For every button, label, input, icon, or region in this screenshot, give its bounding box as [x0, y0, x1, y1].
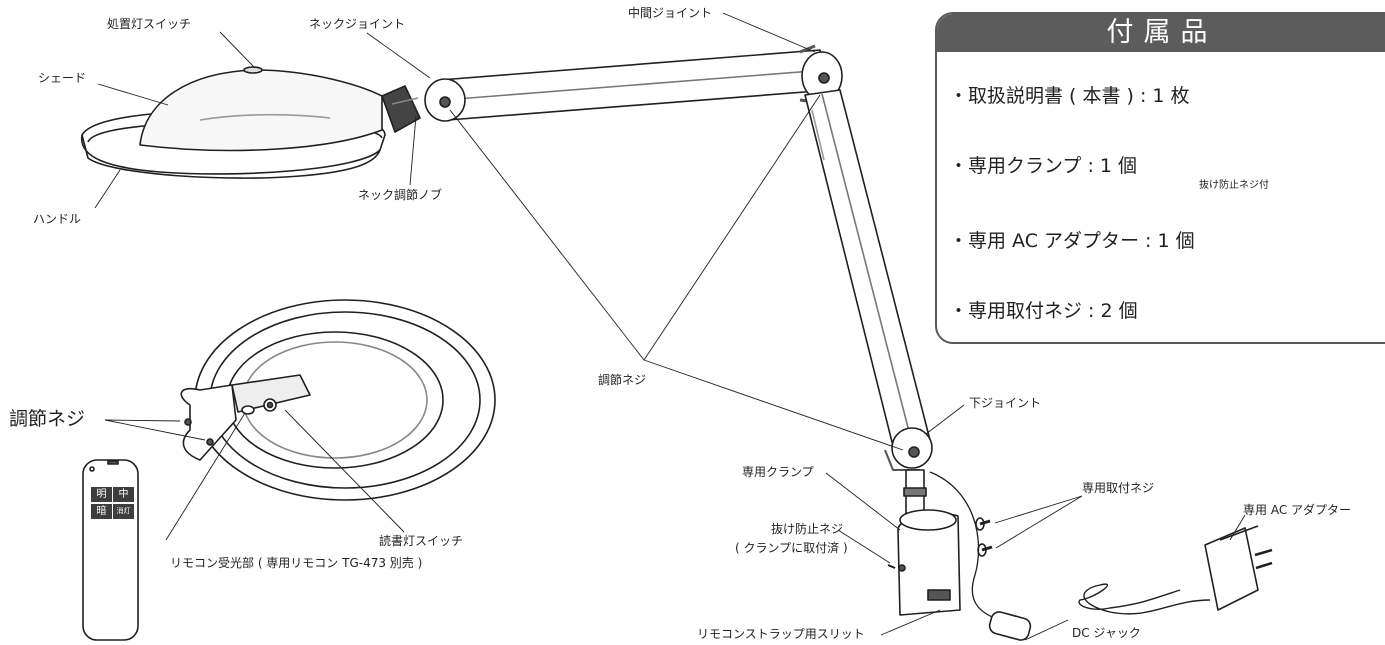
label-adjust-screw: 調節ネジ	[598, 373, 647, 387]
label-handle: ハンドル	[33, 212, 82, 226]
accessory-item-adapter: ・専用 AC アダプター : 1 個	[949, 230, 1195, 252]
remote-key-bright[interactable]: 明	[91, 487, 112, 502]
label-neck-joint: ネックジョイント	[309, 17, 406, 31]
dc-cable	[929, 471, 1032, 641]
label-strap-slit: リモコンストラップ用スリット	[697, 627, 865, 641]
label-mount-screw: 専用取付ネジ	[1082, 481, 1155, 495]
remote-key-dark[interactable]: 暗	[91, 504, 112, 519]
lower-arm	[804, 89, 933, 471]
leader-lines	[94, 12, 1246, 641]
mount-screws	[975, 517, 993, 557]
accessory-item-clamp: ・専用クランプ : 1 個	[949, 155, 1138, 177]
ac-adapter	[1078, 525, 1273, 615]
upper-arm	[424, 44, 843, 122]
label-lower-joint: 下ジョイント	[969, 396, 1042, 410]
accessories-header: 付属品	[937, 14, 1385, 52]
label-neck-knob: ネック調節ノブ	[358, 188, 443, 202]
remote-key-mid[interactable]: 中	[113, 487, 134, 502]
accessories-title: 付属品	[1106, 17, 1218, 48]
label-treatment-switch: 処置灯スイッチ	[107, 17, 192, 31]
label-receiver: リモコン受光部 ( 専用リモコン TG-473 別売 )	[170, 556, 423, 570]
label-antislip-line1: 抜け防止ネジ	[770, 522, 843, 536]
label-adjust-screw-large: 調節ネジ	[9, 408, 86, 430]
accessory-item-manual: ・取扱説明書 ( 本書 ) : 1 枚	[949, 85, 1190, 107]
label-clamp: 専用クランプ	[742, 465, 814, 479]
lamp-bottom-view	[180, 299, 496, 501]
clamp-assembly	[887, 469, 961, 616]
label-antislip-note: ( クランプに取付済 )	[735, 541, 848, 555]
label-ac-adapter: 専用 AC アダプター	[1243, 503, 1352, 517]
lamp-head	[80, 66, 421, 179]
label-antislip-screw: 抜け防止ネジ	[762, 522, 852, 536]
accessories-panel: 付属品 ・取扱説明書 ( 本書 ) : 1 枚 ・専用クランプ : 1 個 抜け…	[935, 12, 1385, 344]
accessory-item-screws: ・専用取付ネジ : 2 個	[949, 300, 1138, 322]
remote-key-off[interactable]: 消灯	[113, 504, 134, 519]
label-dc-jack: DC ジャック	[1072, 626, 1141, 640]
accessory-clamp-note: 抜け防止ネジ付	[1199, 180, 1269, 191]
label-shade: シェード	[38, 71, 87, 85]
label-middle-joint: 中間ジョイント	[628, 6, 713, 20]
label-reading-switch: 読書灯スイッチ	[379, 534, 464, 548]
